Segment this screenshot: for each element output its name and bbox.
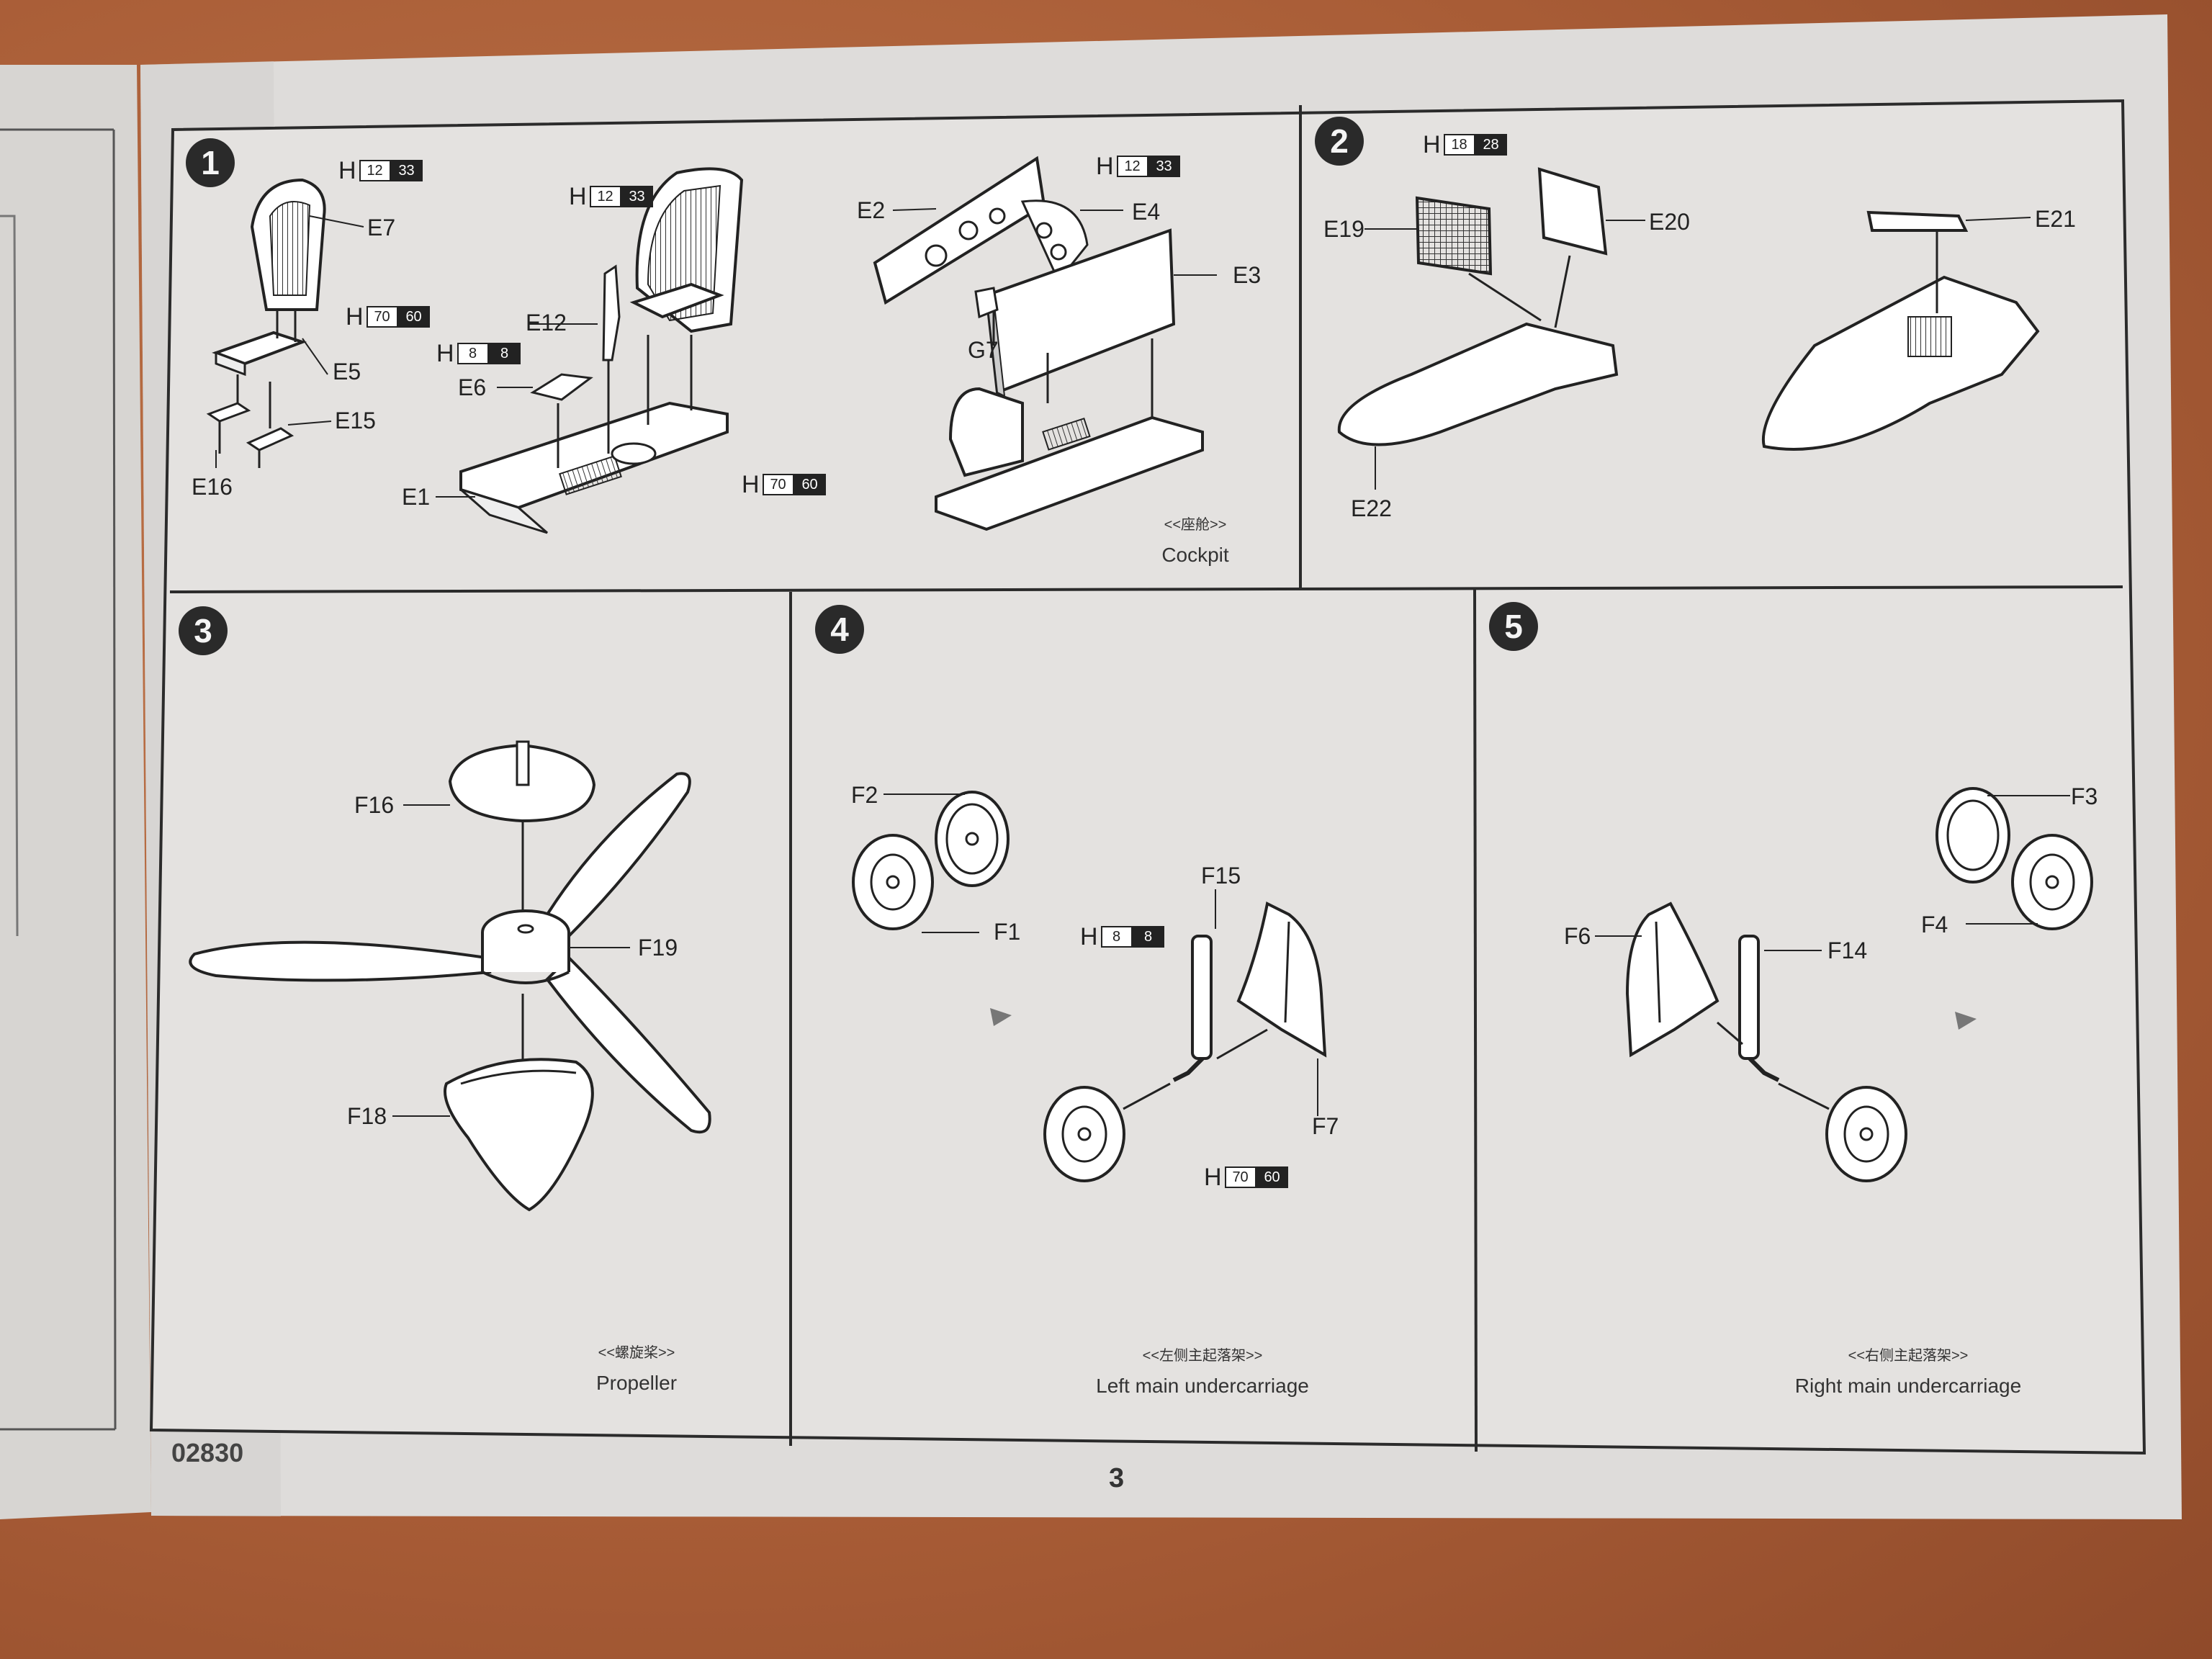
paint-code: 8 (488, 343, 521, 364)
callout-f4: F4 (1921, 912, 1948, 938)
caption-right-undercarriage: <<右侧主起落架>> Right main undercarriage (1757, 1344, 2059, 1398)
paint-code: 8 (1100, 926, 1133, 948)
callout-e6: E6 (458, 374, 487, 400)
paint-brand: H (569, 183, 587, 210)
callout-e2: E2 (857, 197, 886, 223)
callout-g7: G7 (968, 337, 999, 363)
caption-en: Cockpit (1161, 544, 1229, 566)
paint-tag: H 12 33 (569, 183, 653, 210)
paint-brand: H (742, 471, 760, 498)
caption-zh: <<螺旋桨>> (598, 1345, 675, 1361)
paint-code: 70 (366, 306, 398, 328)
callout-f1: F1 (994, 919, 1021, 945)
caption-en: Right main undercarriage (1794, 1375, 2022, 1397)
callout-e12: E12 (526, 310, 567, 336)
step-2-number: 2 (1315, 117, 1364, 166)
paint-code: 70 (1224, 1166, 1256, 1188)
callout-e15: E15 (335, 408, 376, 433)
callout-e7: E7 (367, 215, 396, 240)
callout-f2: F2 (851, 782, 878, 808)
caption-zh: <<右侧主起落架>> (1848, 1348, 1969, 1364)
step-4-number: 4 (815, 605, 864, 654)
paint-tag: H 70 60 (1204, 1164, 1288, 1191)
callout-e1: E1 (402, 484, 431, 510)
paint-code: 12 (589, 186, 621, 207)
paint-tag: H 70 60 (346, 303, 430, 331)
paint-code: 60 (397, 306, 430, 328)
step-5-number: 5 (1489, 602, 1538, 651)
callout-e5: E5 (333, 359, 361, 385)
callout-f7: F7 (1312, 1113, 1339, 1139)
callout-f19: F19 (638, 935, 678, 961)
callout-e3: E3 (1233, 262, 1262, 288)
product-code: 02830 (171, 1438, 244, 1467)
step-3-number: 3 (179, 606, 228, 655)
callout-e19: E19 (1323, 216, 1364, 242)
callout-e22: E22 (1351, 495, 1392, 521)
caption-en: Propeller (595, 1372, 678, 1394)
callout-f15: F15 (1201, 863, 1241, 889)
paint-code: 12 (359, 160, 391, 181)
paint-brand: H (436, 340, 454, 367)
paint-code: 33 (390, 160, 423, 181)
paint-brand: H (1080, 923, 1098, 950)
callout-f14: F14 (1827, 938, 1868, 963)
paint-code: 60 (793, 474, 826, 495)
paint-code: 8 (457, 343, 489, 364)
paint-code: 8 (1132, 926, 1164, 948)
callout-e16: E16 (192, 474, 233, 500)
paint-tag: H 70 60 (742, 471, 826, 498)
paint-brand: H (1096, 153, 1114, 180)
paint-code: 33 (621, 186, 653, 207)
caption-propeller: <<螺旋桨>> Propeller (550, 1341, 723, 1395)
paint-tag: H 12 33 (1096, 153, 1180, 180)
paint-tag: H 8 8 (1080, 923, 1164, 950)
callout-f16: F16 (354, 792, 395, 818)
paint-code: 28 (1475, 134, 1507, 156)
step-1-number: 1 (186, 138, 235, 187)
paint-brand: H (346, 303, 364, 331)
left-page-fragment (0, 65, 151, 1519)
paint-code: 18 (1443, 134, 1475, 156)
paint-tag: H 8 8 (436, 340, 521, 367)
paint-code: 60 (1256, 1166, 1288, 1188)
callout-e21: E21 (2035, 206, 2076, 232)
caption-cockpit: <<座舱>> Cockpit (1123, 513, 1267, 567)
caption-zh: <<座舱>> (1164, 517, 1227, 533)
callout-e20: E20 (1649, 209, 1690, 235)
callout-f3: F3 (2071, 783, 2098, 809)
paint-tag: H 18 28 (1423, 131, 1507, 158)
paint-code: 70 (762, 474, 794, 495)
caption-left-undercarriage: <<左侧主起落架>> Left main undercarriage (1051, 1344, 1354, 1398)
caption-zh: <<左侧主起落架>> (1142, 1348, 1263, 1364)
paint-brand: H (338, 157, 356, 184)
callout-e4: E4 (1132, 199, 1161, 225)
paint-tag: H 12 33 (338, 157, 423, 184)
callout-f18: F18 (347, 1103, 387, 1129)
paint-brand: H (1423, 131, 1441, 158)
caption-en: Left main undercarriage (1096, 1375, 1309, 1397)
paint-code: 12 (1116, 156, 1148, 177)
paint-brand: H (1204, 1164, 1222, 1191)
paint-code: 33 (1148, 156, 1180, 177)
page-number: 3 (1109, 1463, 1125, 1493)
callout-f6: F6 (1564, 923, 1591, 949)
